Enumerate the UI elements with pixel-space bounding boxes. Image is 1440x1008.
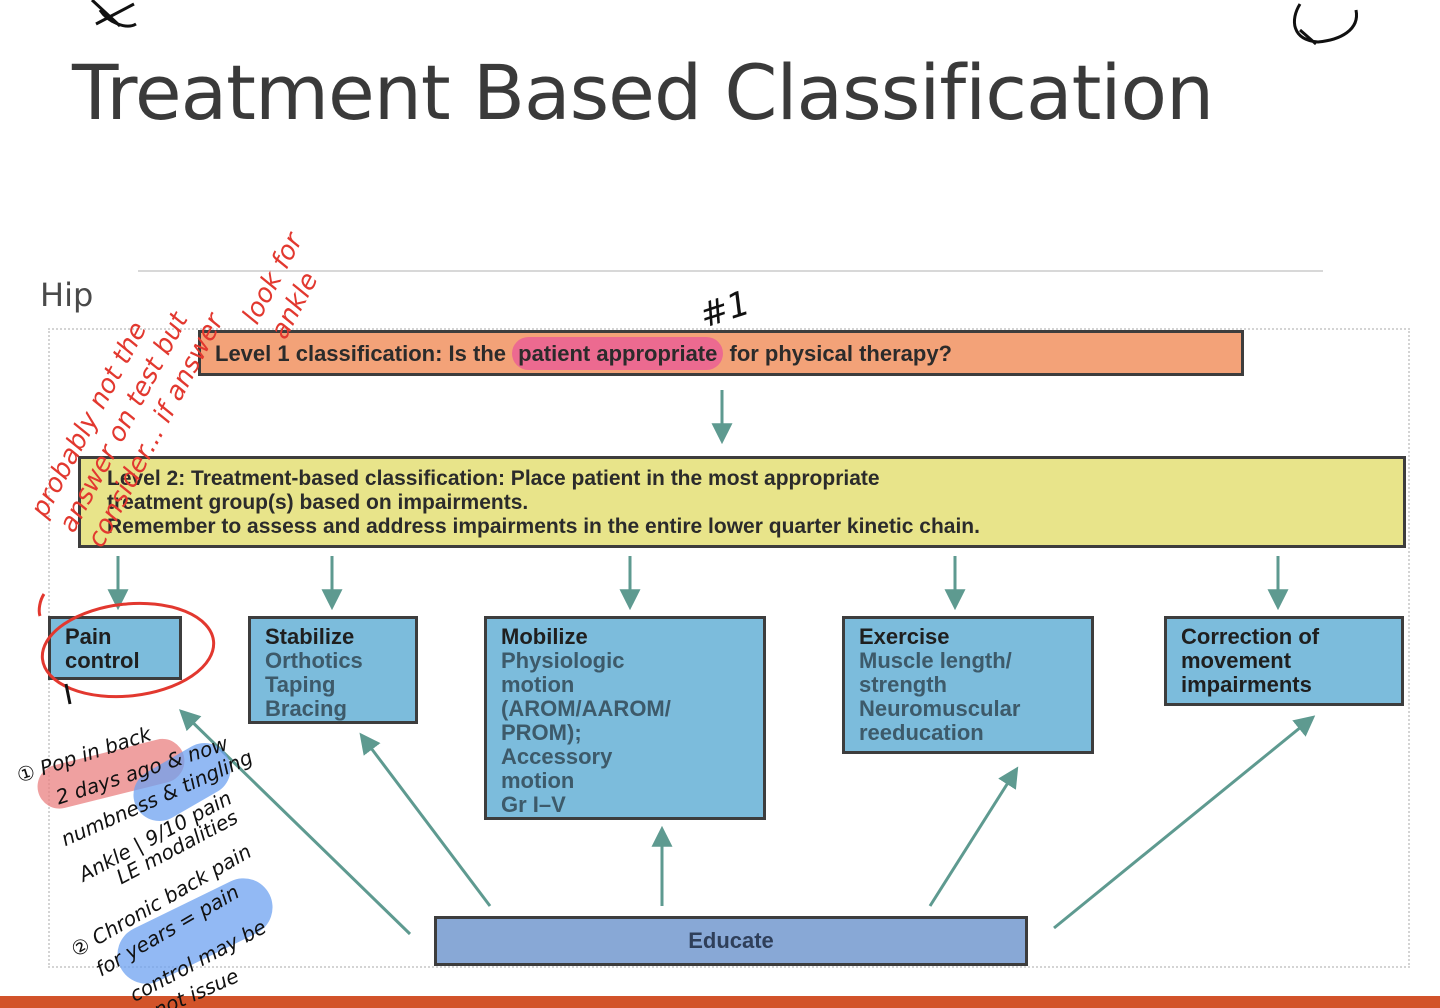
educate-box: Educate [434,916,1028,966]
group-correction: Correction of movement impairments [1164,616,1404,706]
group-item: Neuromuscular [859,696,1021,721]
group-item: Bracing [265,696,347,721]
group-item: Taping [265,672,336,697]
group-item: PROM); [501,720,582,745]
group-title: Exercise [859,624,950,649]
accent-bar [0,996,1440,1008]
group-title: Correction of movement impairments [1181,624,1320,697]
red-note: probably not the answer on test but cons… [25,226,325,552]
group-item: Muscle length/ [859,648,1012,673]
corner-scribble-left [90,0,137,28]
arrow-educate-exercise [928,766,1019,907]
number-mark: #1 [695,283,755,337]
group-stabilize: Stabilize Orthotics Taping Bracing [248,616,418,724]
group-item: Gr I–V [501,792,566,817]
red-tail [37,593,46,617]
level2-line2: treatment group(s) based on impairments. [107,491,529,514]
group-title: Pain control [65,624,140,673]
section-label: Hip [40,276,94,314]
group-item: Physiologic [501,648,625,673]
group-item: Orthotics [265,648,363,673]
group-item: reeducation [859,720,984,745]
corner-scribble-right [1292,3,1358,46]
red-circle-pain [40,601,216,699]
group-item: Accessory [501,744,613,769]
header-rule [138,270,1323,272]
blue-highlight-2 [117,878,273,984]
group-item: motion [501,672,575,697]
group-pain-control: Pain control [48,616,182,680]
blue-highlight-1 [133,743,231,821]
note-connector [64,683,72,705]
group-mobilize: Mobilize Physiologic motion (AROM/AAROM/… [484,616,766,820]
group-item: (AROM/AAROM/ [501,696,671,721]
group-item: strength [859,672,947,697]
level2-line1: Level 2: Treatment-based classification:… [107,467,880,490]
group-exercise: Exercise Muscle length/ strength Neuromu… [842,616,1094,754]
level2-line3: Remember to assess and address impairmen… [107,515,980,538]
level1-highlight: patient appropriate [512,337,724,370]
group-title: Mobilize [501,624,588,649]
level1-box: Level 1 classification: Is the patient a… [198,330,1244,376]
salmon-highlight [37,738,185,809]
slide-title: Treatment Based Classification [72,48,1214,137]
level2-box: Level 2: Treatment-based classification:… [78,456,1406,548]
level1-text-start: Level 1 classification: Is the [215,341,513,366]
arrow-educate-correction [1053,715,1316,930]
arrow-educate-stabilize [359,732,492,907]
group-title: Stabilize [265,624,355,649]
group-item: motion [501,768,575,793]
level1-text-end: for physical therapy? [723,341,952,366]
